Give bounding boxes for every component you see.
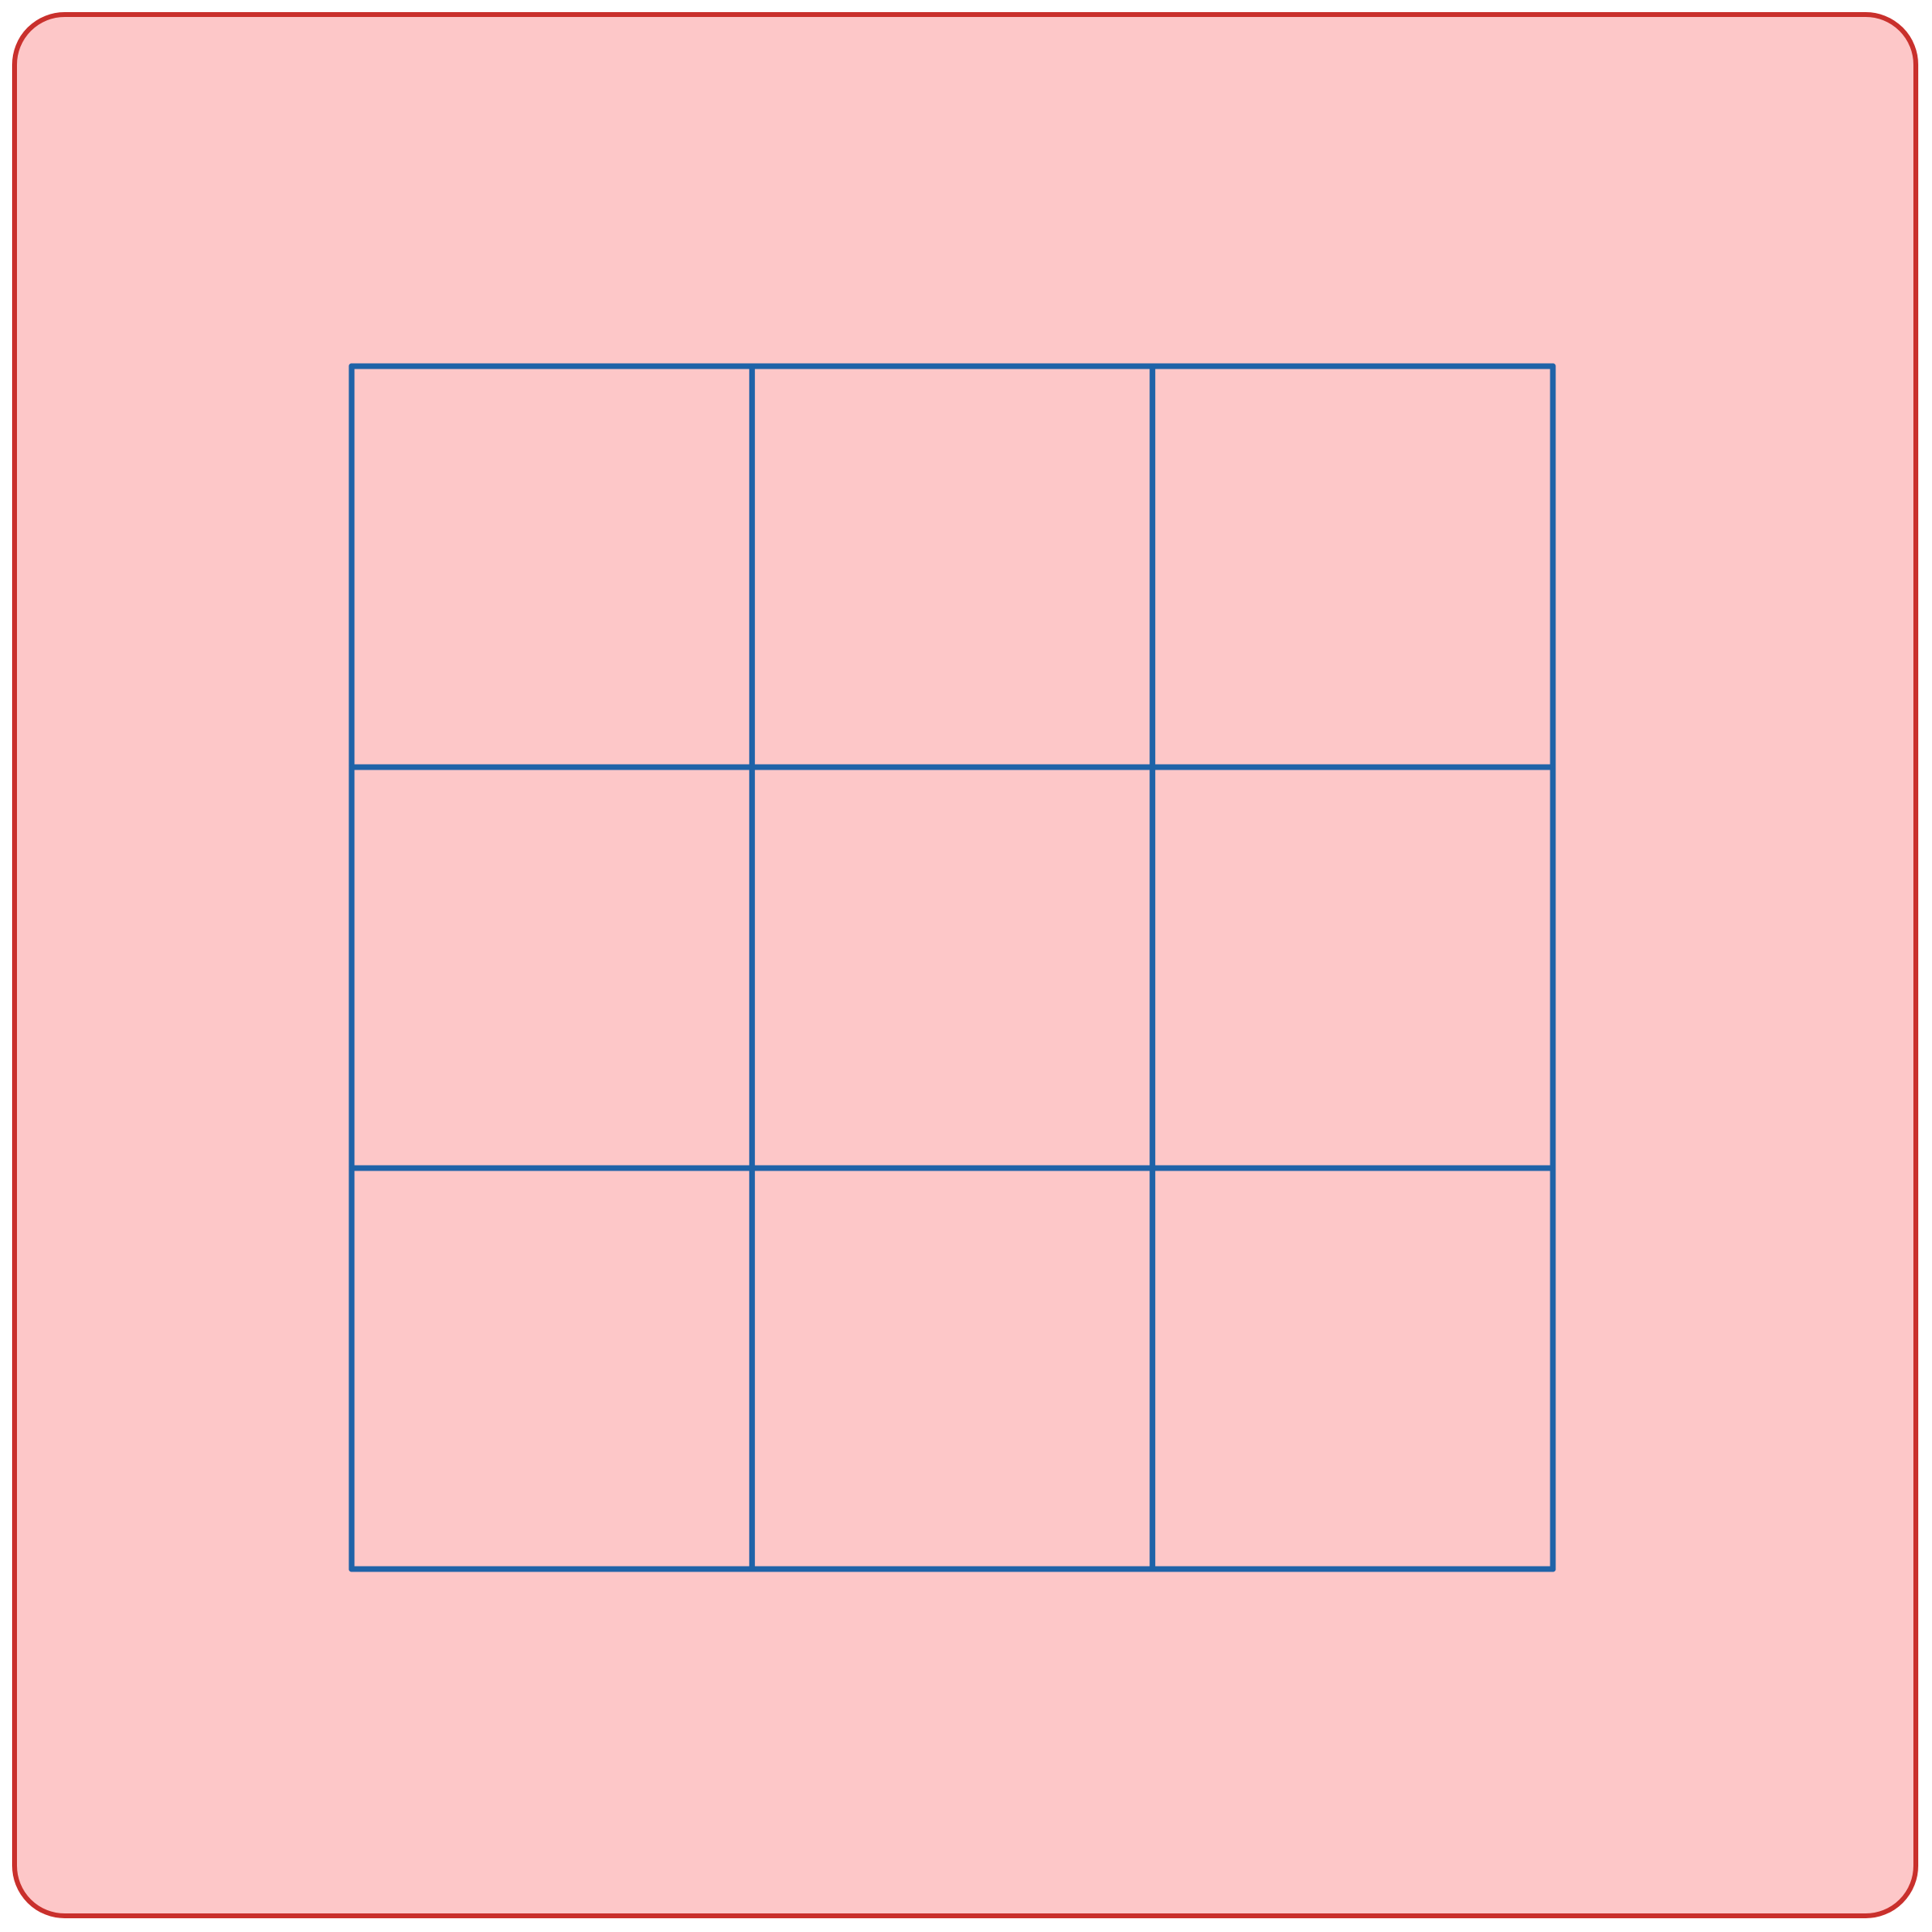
board-cell-area[interactable] — [352, 366, 752, 767]
board-cell-area[interactable] — [752, 1168, 1152, 1569]
board-cell-r2-c3[interactable] — [1153, 767, 1553, 1168]
board-cell-r3-c2[interactable] — [752, 1168, 1152, 1569]
board-cell-area[interactable] — [1153, 1168, 1553, 1569]
board-cell-r1-c1[interactable] — [352, 366, 752, 767]
board-cell-area[interactable] — [1153, 767, 1553, 1168]
board-cell-r3-c1[interactable] — [352, 1168, 752, 1569]
board-cell-r2-c1[interactable] — [352, 767, 752, 1168]
board-cell-r3-c3[interactable] — [1153, 1168, 1553, 1569]
board-cell-area[interactable] — [752, 767, 1152, 1168]
board-cell-r1-c3[interactable] — [1153, 366, 1553, 767]
board-cell-area[interactable] — [752, 366, 1152, 767]
board-panel — [12, 12, 1918, 1918]
board-cell-area[interactable] — [352, 1168, 752, 1569]
board-cell-area[interactable] — [1153, 366, 1553, 767]
board-cell-area[interactable] — [352, 767, 752, 1168]
board-cell-r1-c2[interactable] — [752, 366, 1152, 767]
board-cell-r2-c2[interactable] — [752, 767, 1152, 1168]
